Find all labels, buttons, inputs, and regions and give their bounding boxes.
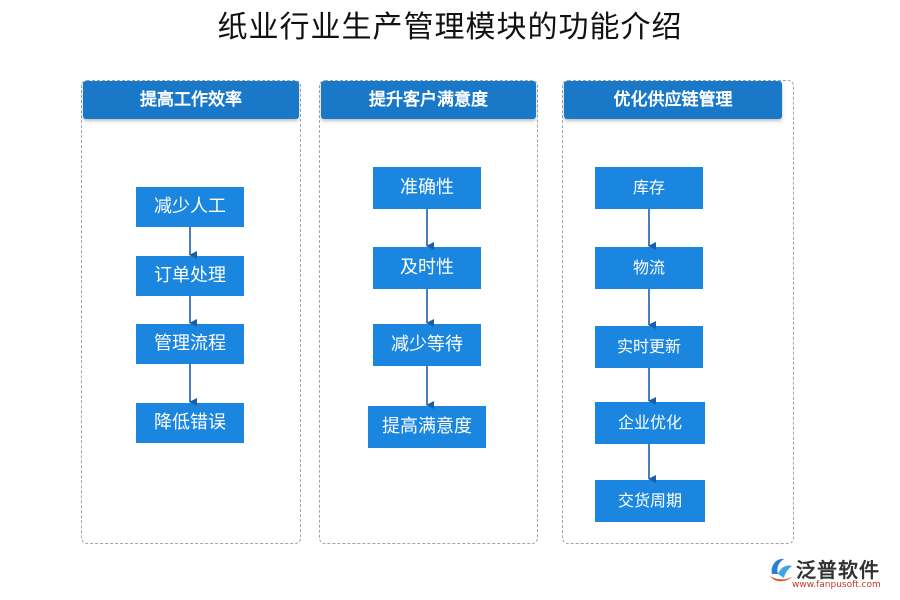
panel-header-efficiency: 提高工作效率 [83, 81, 299, 119]
page-title: 纸业行业生产管理模块的功能介绍 [217, 10, 683, 45]
logo-url: www.fanpusoft.com [792, 580, 881, 590]
step-timeliness: 及时性 [373, 247, 481, 289]
panel-header-supply-chain: 优化供应链管理 [564, 81, 782, 119]
fanpu-logo: 泛普软件 www.fanpusoft.com [766, 552, 896, 596]
step-inventory: 库存 [595, 167, 703, 209]
panel-efficiency [81, 80, 301, 544]
step-delivery-cycle: 交货周期 [595, 480, 705, 522]
step-accuracy: 准确性 [373, 167, 481, 209]
panel-header-satisfaction: 提升客户满意度 [321, 81, 536, 119]
step-management-process: 管理流程 [136, 324, 244, 364]
step-reduce-errors: 降低错误 [136, 403, 244, 443]
panel-supply-chain [562, 80, 794, 544]
step-enterprise-optimization: 企业优化 [595, 402, 705, 444]
step-realtime-update: 实时更新 [595, 326, 703, 368]
fanpu-logo-icon [770, 558, 793, 582]
step-order-processing: 订单处理 [136, 256, 244, 296]
step-reduce-waiting: 减少等待 [373, 324, 481, 366]
panel-satisfaction [319, 80, 538, 544]
step-logistics: 物流 [595, 247, 703, 289]
step-reduce-labor: 减少人工 [136, 187, 244, 227]
step-improve-satisfaction: 提高满意度 [368, 406, 486, 448]
logo-name: 泛普软件 [796, 558, 880, 582]
